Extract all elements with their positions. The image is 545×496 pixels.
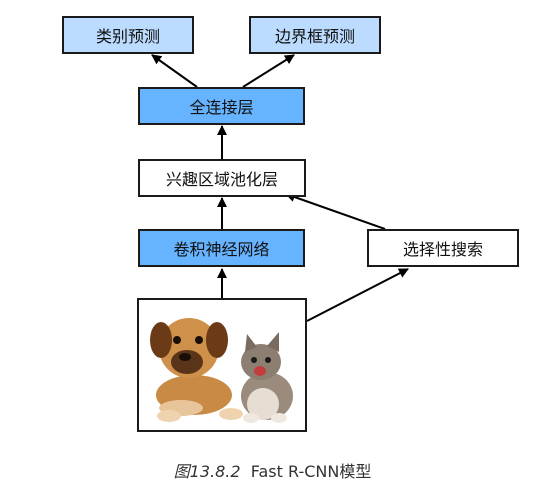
bbox-prediction-label: 边界框预测 bbox=[274, 27, 355, 46]
fully-connected-label: 全连接层 bbox=[189, 98, 254, 117]
roi-pooling-label: 兴趣区域池化层 bbox=[165, 170, 278, 189]
selective-search-node: 选择性搜索 bbox=[367, 229, 519, 267]
arrow-fc-to-bbox bbox=[242, 54, 295, 88]
input-image bbox=[137, 298, 307, 432]
figure-number: 图13.8.2 bbox=[173, 462, 241, 481]
fully-connected-node: 全连接层 bbox=[138, 87, 305, 125]
cnn-node: 卷积神经网络 bbox=[138, 229, 305, 267]
selective-search-label: 选择性搜索 bbox=[402, 240, 483, 259]
cnn-label: 卷积神经网络 bbox=[173, 240, 270, 259]
figure-title: Fast R-CNN模型 bbox=[250, 462, 372, 481]
bbox-prediction-node: 边界框预测 bbox=[249, 16, 381, 54]
arrow-search-to-roi bbox=[285, 192, 386, 230]
arrow-image-to-search bbox=[306, 268, 409, 322]
arrow-fc-to-class bbox=[151, 54, 198, 88]
class-prediction-label: 类别预测 bbox=[95, 27, 160, 46]
figure-caption: 图13.8.2 Fast R-CNN模型 bbox=[0, 458, 545, 482]
dog-cat-illustration bbox=[139, 300, 305, 430]
class-prediction-node: 类别预测 bbox=[62, 16, 194, 54]
roi-pooling-node: 兴趣区域池化层 bbox=[138, 159, 306, 197]
